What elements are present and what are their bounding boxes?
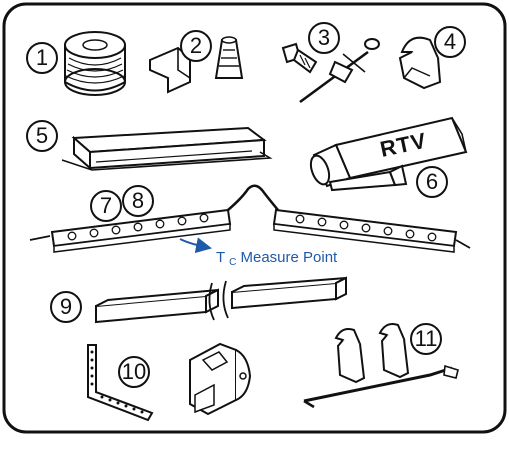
frame-border: [2, 2, 507, 434]
left-strip-leds: [67, 213, 209, 241]
wire-spool-part: [64, 31, 126, 96]
callout-5: 5: [26, 120, 58, 152]
callout-6: 6: [416, 166, 448, 198]
measure-t: T: [216, 249, 225, 266]
wire-connector-part: [149, 36, 244, 94]
callout-9: 9: [50, 291, 82, 323]
callout-1: 1: [26, 42, 58, 74]
callout-2: 2: [180, 30, 212, 62]
measure-point-label: T C Measure Point: [216, 249, 338, 269]
callout-4-label: 4: [444, 29, 456, 54]
mounting-clip-part: [398, 36, 442, 90]
callout-2-label: 2: [190, 33, 202, 58]
callout-11: 11: [410, 323, 442, 355]
callout-1-label: 1: [36, 45, 48, 70]
callout-9-label: 9: [60, 294, 72, 319]
clips-rod-part: [303, 323, 459, 409]
callout-8: 8: [122, 185, 154, 217]
callout-11-label: 11: [415, 326, 438, 351]
screw-rivet-part: [281, 38, 380, 104]
mounting-channel-part: [95, 276, 347, 324]
callout-7-label: 7: [100, 193, 112, 218]
callout-10-label: 10: [122, 359, 146, 384]
measure-arrow: [179, 237, 212, 254]
rtv-tube-part: [309, 116, 468, 192]
callout-7: 7: [90, 190, 122, 222]
callout-10: 10: [118, 356, 150, 388]
light-strip-assembly: [29, 184, 471, 254]
callout-3-label: 3: [318, 25, 330, 50]
callout-5-label: 5: [36, 123, 48, 148]
callout-8-label: 8: [132, 188, 144, 213]
power-supply-part: [61, 126, 273, 171]
measure-rest: Measure Point: [240, 249, 338, 266]
callout-6-label: 6: [426, 169, 438, 194]
bracket-mount-part: [87, 342, 252, 422]
right-strip-leds: [295, 214, 437, 242]
measure-subscript: C: [229, 257, 236, 268]
callout-4: 4: [434, 26, 466, 58]
callout-3: 3: [308, 22, 340, 54]
